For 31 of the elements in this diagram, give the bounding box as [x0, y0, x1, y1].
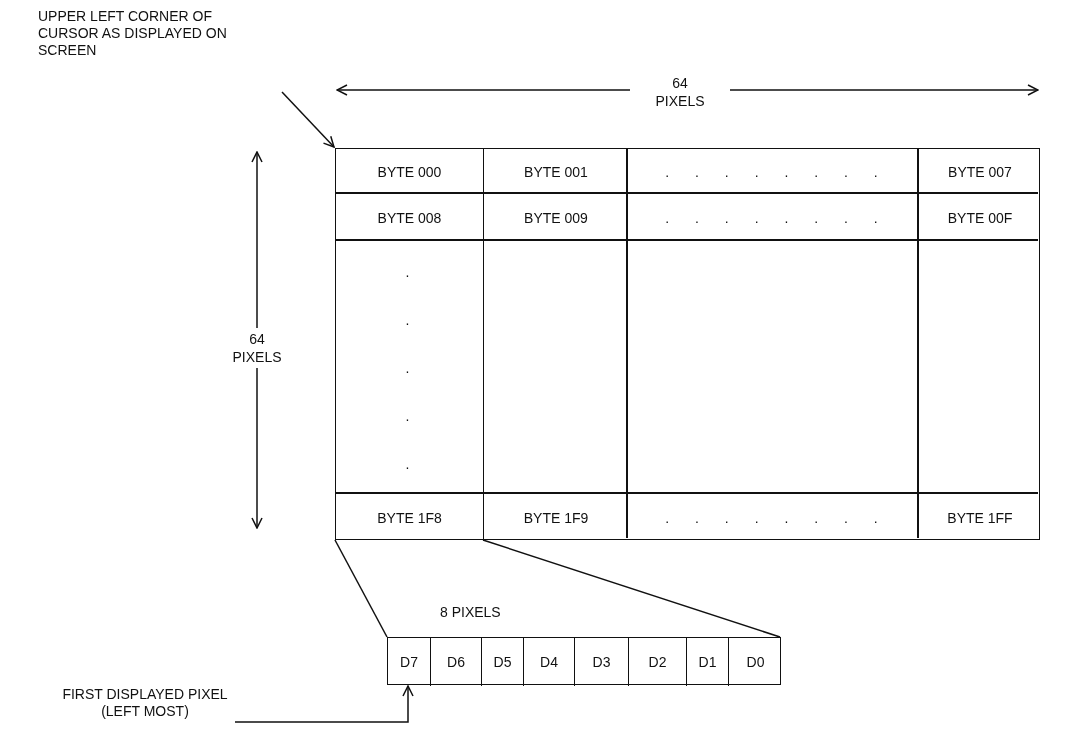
ellipsis-dots: . . . . . . . . — [665, 509, 882, 526]
bit-label: D1 — [698, 654, 717, 670]
bit-label: D6 — [447, 654, 465, 670]
leader-arrow — [281, 91, 335, 148]
bit-label: D3 — [592, 654, 611, 670]
bit-label: D7 — [400, 654, 418, 670]
byte-address-label: BYTE 007 — [948, 163, 1012, 180]
expansion-line — [334, 539, 388, 638]
memory-grid — [335, 148, 1040, 540]
bit-label: D5 — [493, 654, 512, 670]
ellipsis-dots: . . . . . — [405, 262, 414, 474]
expansion-line — [482, 539, 781, 638]
byte-address-label: BYTE 1FF — [947, 509, 1013, 526]
callout-text: UPPER LEFT CORNER OF CURSOR AS DISPLAYED ON SCREEN — [38, 8, 253, 86]
byte-address-label: BYTE 1F9 — [523, 509, 589, 526]
bit-label: D0 — [746, 654, 765, 670]
leader-arrow — [234, 685, 414, 723]
ellipsis-dots: . . . . . . . . — [665, 209, 882, 226]
dimension-label: 64 PIXELS — [231, 330, 283, 366]
bit-label: D4 — [540, 654, 558, 670]
byte-address-label: BYTE 1F8 — [377, 509, 442, 526]
callout-text: FIRST DISPLAYED PIXEL (LEFT MOST) — [50, 686, 240, 730]
byte-address-label: BYTE 009 — [524, 209, 588, 226]
byte-address-label: BYTE 000 — [377, 163, 442, 180]
byte-address-label: BYTE 001 — [524, 163, 588, 180]
byte-address-label: BYTE 008 — [377, 209, 442, 226]
bit-row-heading: 8 PIXELS — [440, 604, 501, 620]
byte-address-label: BYTE 00F — [947, 209, 1013, 226]
dimension-label: 64 PIXELS — [654, 74, 706, 110]
bit-label: D2 — [648, 654, 667, 670]
ellipsis-dots: . . . . . . . . — [665, 163, 882, 180]
